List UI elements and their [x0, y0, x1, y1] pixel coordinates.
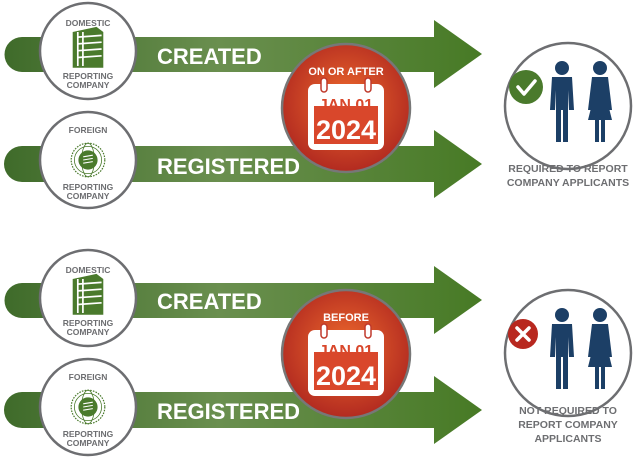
badge-label: COMPANY: [67, 80, 110, 90]
foreign-company-badge: FOREIGN REPORTING COMPANY: [38, 357, 138, 457]
badge-label: COMPANY: [67, 438, 110, 448]
caption-line: NOT REQUIRED TO: [519, 405, 617, 417]
caption-line: REPORT COMPANY: [518, 419, 618, 431]
calendar-icon: [308, 323, 384, 396]
calendar-date: JAN 01: [319, 343, 373, 360]
badge-label: DOMESTIC: [66, 18, 111, 28]
badge-label: REPORTING: [63, 318, 114, 328]
arrow-label: CREATED: [157, 289, 262, 314]
badge-label: COMPANY: [67, 327, 110, 337]
arrow-label: REGISTERED: [157, 399, 300, 424]
arrow-label: CREATED: [157, 44, 262, 69]
result-circle: [503, 41, 633, 171]
caption-line: APPLICANTS: [534, 433, 601, 445]
badge-label: REPORTING: [63, 182, 114, 192]
arrow-label: REGISTERED: [157, 154, 300, 179]
calendar-year: 2024: [316, 361, 376, 391]
building-icon: [71, 26, 105, 69]
badge-heading: BEFORE: [323, 312, 369, 324]
domestic-company-badge: DOMESTIC REPORTING COMPANY: [38, 1, 138, 101]
caption-line: COMPANY APPLICANTS: [507, 177, 629, 189]
badge-label: FOREIGN: [69, 125, 108, 135]
section-on-or-after: CREATED REGISTERED DOMESTIC REPORTING CO…: [4, 1, 633, 210]
x-icon: [508, 319, 538, 349]
badge-label: FOREIGN: [69, 372, 108, 382]
badge-label: DOMESTIC: [66, 265, 111, 275]
date-badge: BEFORE JAN 01 2024: [280, 288, 412, 420]
result-circle: [503, 288, 633, 418]
check-icon: [509, 70, 543, 104]
foreign-company-badge: FOREIGN REPORTING COMPANY: [38, 110, 138, 210]
calendar-icon: [308, 77, 384, 150]
calendar-year: 2024: [316, 115, 376, 145]
date-badge: ON OR AFTER JAN 01 2024: [280, 42, 412, 174]
caption-line: REQUIRED TO REPORT: [508, 163, 628, 175]
badge-heading: ON OR AFTER: [308, 66, 383, 78]
domestic-company-badge: DOMESTIC REPORTING COMPANY: [38, 248, 138, 348]
badge-label: REPORTING: [63, 429, 114, 439]
badge-label: COMPANY: [67, 191, 110, 201]
building-icon: [71, 273, 105, 316]
section-before: CREATED REGISTERED DOMESTIC REPORTING CO…: [4, 248, 633, 457]
calendar-date: JAN 01: [319, 97, 373, 114]
badge-label: REPORTING: [63, 71, 114, 81]
